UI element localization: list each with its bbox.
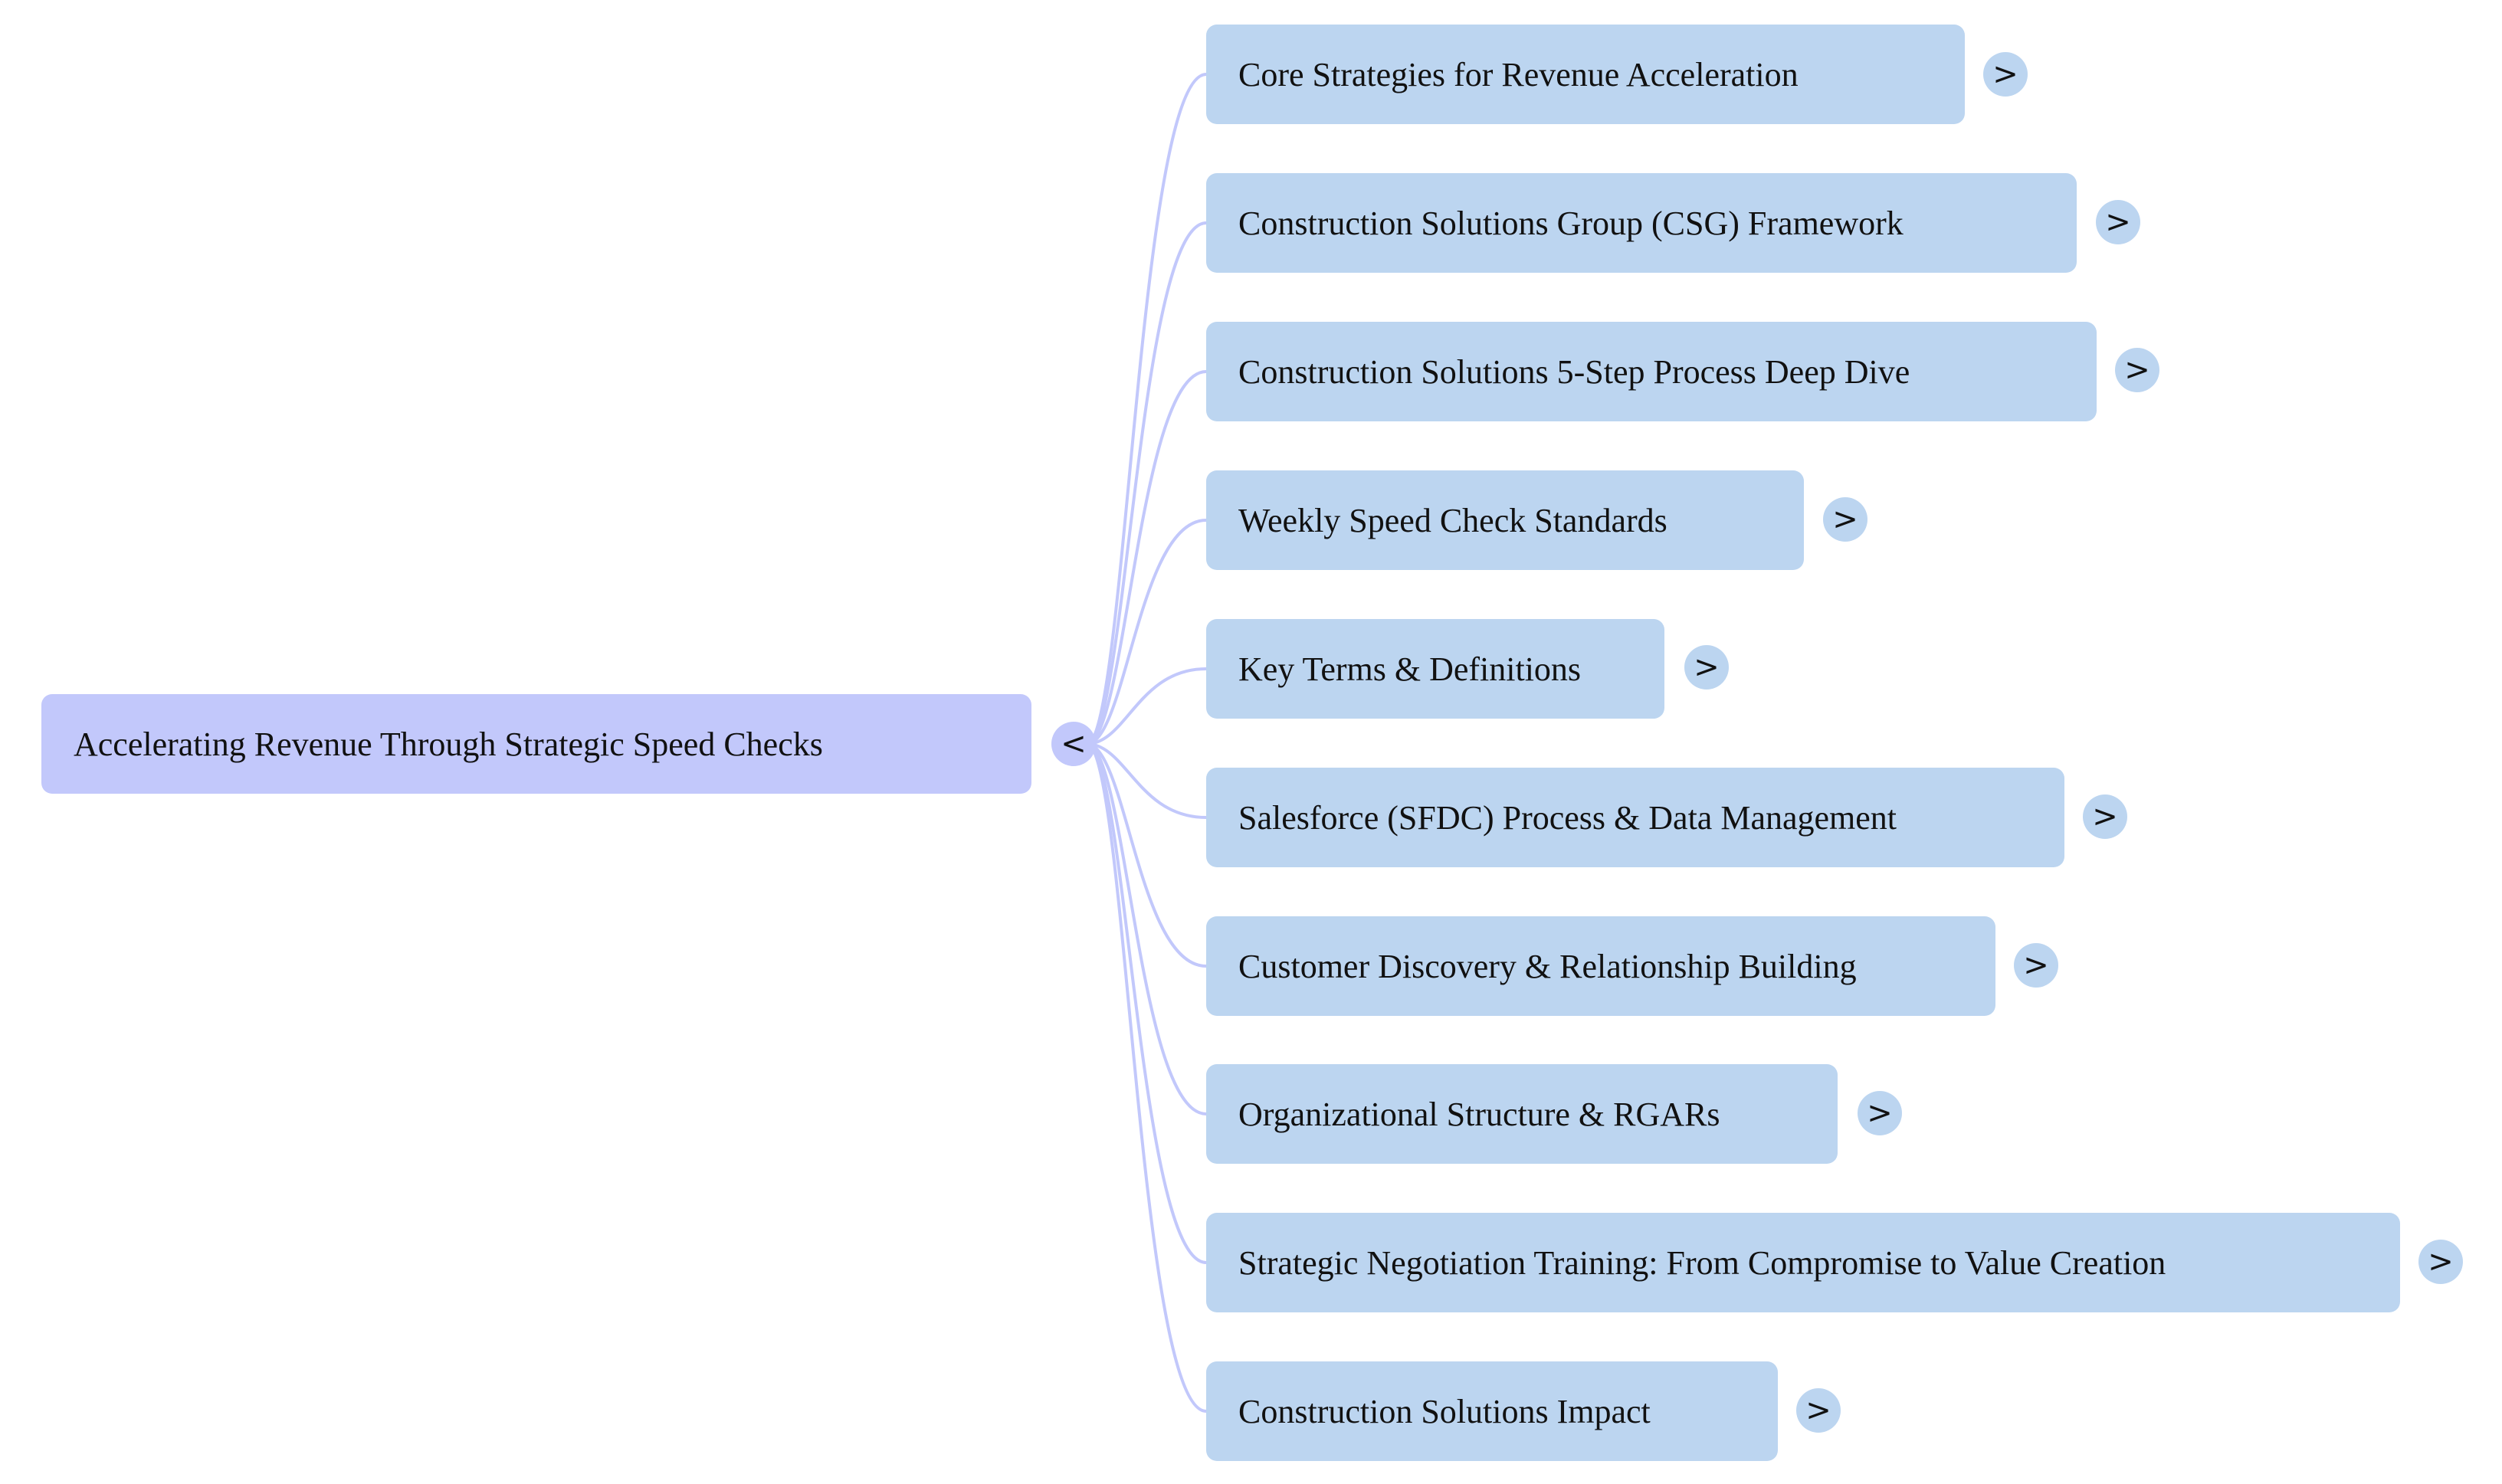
expand-toggle-key-terms[interactable]: > xyxy=(1684,645,1729,690)
expand-toggle-negotiation-training[interactable]: > xyxy=(2418,1240,2463,1284)
root-node-label: Accelerating Revenue Through Strategic S… xyxy=(74,725,823,763)
connector-line xyxy=(1086,742,1207,1264)
expand-toggle-org-structure[interactable]: > xyxy=(1858,1091,1902,1135)
connector-line xyxy=(1086,667,1207,745)
child-node-label: Customer Discovery & Relationship Buildi… xyxy=(1238,947,1857,985)
child-node-label: Weekly Speed Check Standards xyxy=(1238,501,1667,539)
expand-toggle-weekly-speed-check[interactable]: > xyxy=(1823,497,1867,542)
root-node[interactable]: Accelerating Revenue Through Strategic S… xyxy=(41,694,1031,794)
chevron-right-icon: > xyxy=(2428,1244,2454,1279)
child-node-label: Construction Solutions 5-Step Process De… xyxy=(1238,352,1910,391)
child-node-label: Key Terms & Definitions xyxy=(1238,650,1582,688)
expand-toggle-csg-framework[interactable]: > xyxy=(2096,200,2140,244)
child-node-customer-discovery[interactable]: Customer Discovery & Relationship Buildi… xyxy=(1206,916,1995,1016)
child-node-negotiation-training[interactable]: Strategic Negotiation Training: From Com… xyxy=(1206,1213,2400,1312)
child-node-csg-framework[interactable]: Construction Solutions Group (CSG) Frame… xyxy=(1206,173,2077,273)
child-node-label: Construction Solutions Group (CSG) Frame… xyxy=(1238,204,1904,242)
child-node-label: Organizational Structure & RGARs xyxy=(1238,1095,1720,1133)
connector-line xyxy=(1086,742,1207,968)
child-node-cs-impact[interactable]: Construction Solutions Impact xyxy=(1206,1361,1778,1461)
child-node-org-structure[interactable]: Organizational Structure & RGARs xyxy=(1206,1064,1838,1164)
connector-line xyxy=(1086,742,1207,1413)
child-node-key-terms[interactable]: Key Terms & Definitions xyxy=(1206,619,1664,719)
expand-toggle-cs-impact[interactable]: > xyxy=(1796,1388,1841,1433)
connector-line xyxy=(1086,370,1207,745)
chevron-right-icon: > xyxy=(2124,352,2150,388)
chevron-right-icon: > xyxy=(1992,57,2018,92)
child-node-sfdc-process[interactable]: Salesforce (SFDC) Process & Data Managem… xyxy=(1206,768,2064,867)
chevron-right-icon: > xyxy=(1867,1096,1893,1131)
child-node-label: Construction Solutions Impact xyxy=(1238,1392,1651,1430)
child-node-label: Core Strategies for Revenue Acceleration xyxy=(1238,55,1799,93)
chevron-right-icon: > xyxy=(1694,650,1720,685)
connector-line xyxy=(1086,73,1207,745)
chevron-right-icon: > xyxy=(2105,205,2131,240)
child-node-weekly-speed-check[interactable]: Weekly Speed Check Standards xyxy=(1206,470,1804,570)
connector-line xyxy=(1086,742,1207,819)
collapse-toggle[interactable]: < xyxy=(1051,722,1096,766)
child-node-label: Strategic Negotiation Training: From Com… xyxy=(1238,1243,2166,1282)
expand-toggle-5-step-process[interactable]: > xyxy=(2115,348,2159,392)
chevron-right-icon: > xyxy=(2023,948,2049,983)
expand-toggle-sfdc-process[interactable]: > xyxy=(2083,794,2127,839)
chevron-right-icon: > xyxy=(1832,502,1858,537)
child-node-core-strategies[interactable]: Core Strategies for Revenue Acceleration xyxy=(1206,25,1965,124)
child-node-label: Salesforce (SFDC) Process & Data Managem… xyxy=(1238,798,1897,837)
child-node-5-step-process[interactable]: Construction Solutions 5-Step Process De… xyxy=(1206,322,2097,421)
chevron-left-icon: < xyxy=(1061,726,1087,762)
connector-line xyxy=(1086,221,1207,745)
expand-toggle-customer-discovery[interactable]: > xyxy=(2014,943,2058,988)
expand-toggle-core-strategies[interactable]: > xyxy=(1983,52,2028,97)
chevron-right-icon: > xyxy=(2092,799,2118,834)
chevron-right-icon: > xyxy=(1805,1393,1831,1428)
connector-line xyxy=(1086,519,1207,745)
connector-line xyxy=(1086,742,1207,1115)
